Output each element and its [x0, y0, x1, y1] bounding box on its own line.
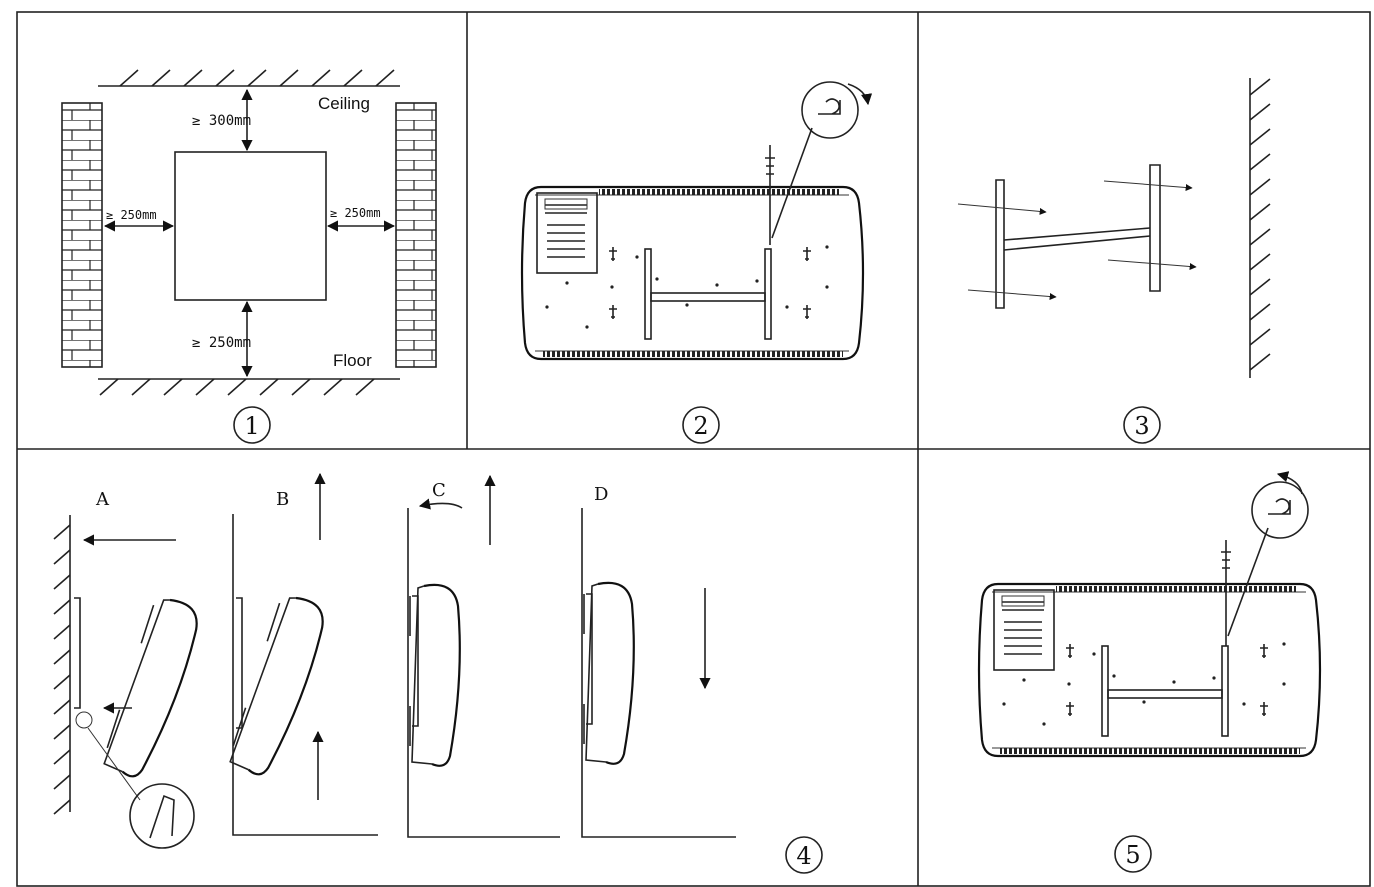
step-3-circle	[1123, 406, 1161, 444]
floor-label: Floor	[333, 351, 372, 370]
sub-step-a-label: A	[95, 489, 110, 510]
step-1-circle	[233, 406, 271, 444]
sub-step-d-label: D	[594, 484, 608, 505]
step-2-number: 2	[693, 412, 708, 440]
sub-step-c-label: C	[432, 480, 446, 501]
panel-5-bracket-lock: 5	[977, 471, 1322, 873]
detail-magnifier-2	[1251, 481, 1309, 539]
sub-step-b-label: B	[276, 489, 289, 510]
top-clearance: ≥ 300mm	[192, 113, 251, 129]
heater-box	[174, 151, 327, 301]
right-wall	[395, 102, 437, 368]
detail-magnifier	[801, 81, 859, 139]
right-clearance: ≥ 250mm	[330, 206, 381, 220]
step-3-number: 3	[1134, 412, 1149, 440]
bottom-clearance: ≥ 250mm	[192, 335, 251, 351]
left-clearance: ≥ 250mm	[106, 208, 157, 222]
hook-detail-circle	[129, 783, 195, 849]
step-1-number: 1	[244, 412, 259, 440]
step-5-number: 5	[1125, 841, 1140, 869]
step-4-number: 4	[796, 842, 811, 870]
step-5-circle	[1114, 835, 1152, 873]
panel-4-mounting-sequence: A B C D 4	[53, 472, 823, 874]
panel-1-clearances: Ceiling Floor ≥ 300mm ≥ 250mm ≥ 250mm ≥ …	[61, 69, 437, 444]
step-2-circle	[682, 406, 720, 444]
left-wall	[61, 102, 103, 368]
ceiling-label: Ceiling	[318, 94, 370, 113]
panel-2-bracket-removal: 2	[520, 81, 873, 444]
step-4-circle	[785, 836, 823, 874]
panel-3-bracket-fixing: 3	[957, 78, 1271, 444]
